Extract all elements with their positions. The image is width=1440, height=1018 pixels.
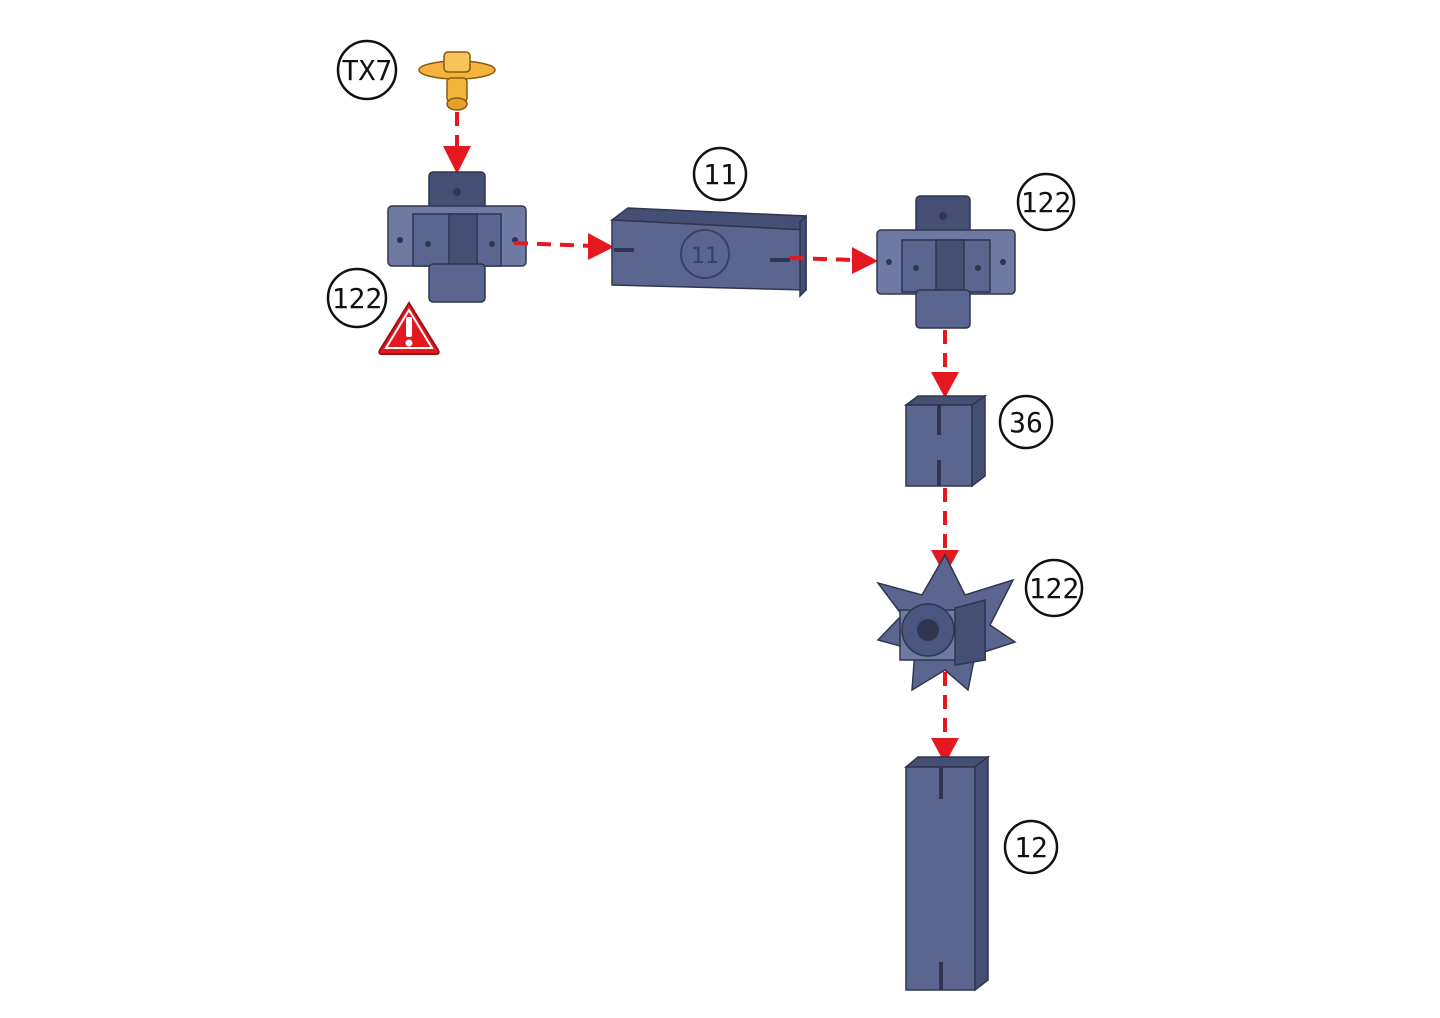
- beam-11: 11: [612, 208, 806, 296]
- label-star-hub: 122: [1026, 560, 1082, 616]
- svg-text:122: 122: [1029, 572, 1080, 605]
- star-hub-connector: [878, 555, 1015, 690]
- hub-connector-top-left: [388, 172, 526, 302]
- label-hub-top-left: 122: [328, 269, 386, 327]
- svg-text:TX7: TX7: [342, 54, 393, 87]
- svg-text:36: 36: [1009, 406, 1043, 439]
- label-hub-top-right: 122: [1018, 174, 1074, 230]
- hub-connector-top-right: [877, 196, 1015, 328]
- arrow-screw-to-hub: [443, 112, 471, 174]
- svg-text:12: 12: [1014, 831, 1048, 864]
- arrow-hub-to-beam: [514, 233, 614, 260]
- screw-tx7: [419, 52, 495, 110]
- warning-triangle-icon: [379, 303, 438, 354]
- tube-12: [906, 757, 988, 990]
- arrow-star-hub-to-tube-12: [931, 672, 959, 764]
- tube-36: [906, 396, 985, 486]
- svg-text:11: 11: [691, 244, 719, 269]
- arrow-hub-to-tube-36: [931, 330, 959, 398]
- svg-text:122: 122: [332, 282, 383, 315]
- svg-text:122: 122: [1021, 186, 1072, 219]
- svg-text:11: 11: [703, 158, 737, 191]
- label-tube-36: 36: [1000, 396, 1052, 448]
- label-tube-12: 12: [1005, 821, 1057, 873]
- label-tx7: TX7: [338, 41, 396, 99]
- label-beam-11: 11: [694, 148, 746, 200]
